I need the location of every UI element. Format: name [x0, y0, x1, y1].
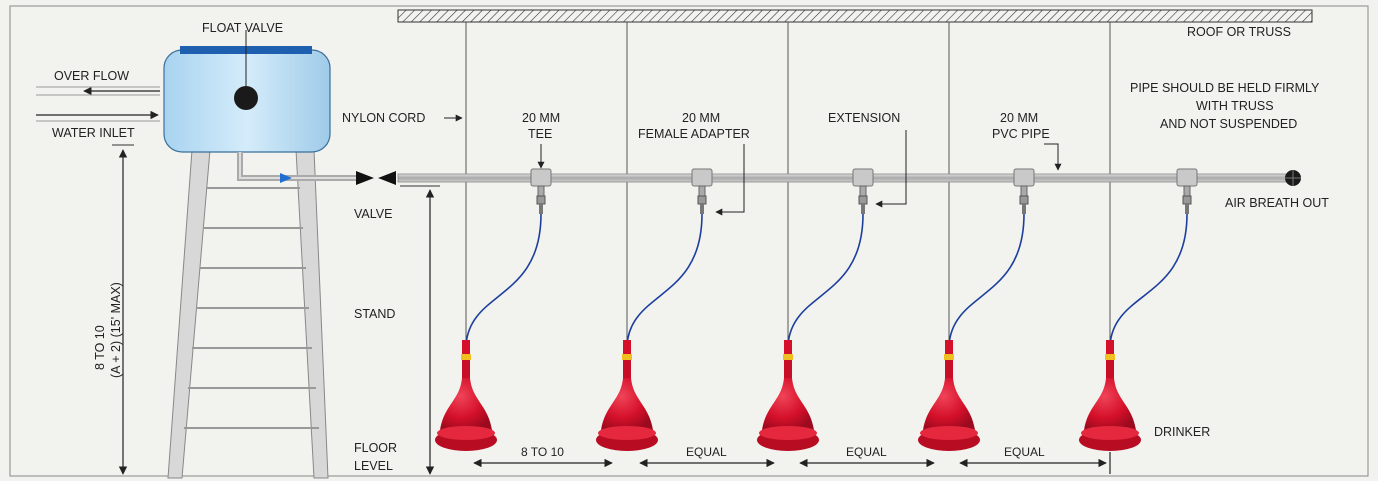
pvc-pipe-label-2: PVC PIPE [992, 127, 1050, 141]
height-label-1: 8 TO 10 [93, 325, 107, 370]
truss-note-line-3: AND NOT SUSPENDED [1160, 117, 1297, 131]
tee-stem [859, 185, 867, 197]
drinker-stem [784, 360, 792, 378]
tee-label-2: TEE [528, 127, 552, 141]
stand-label: STAND [354, 307, 395, 321]
female-adapter-label-2: FEMALE ADAPTER [638, 127, 750, 141]
drinker-collar [1105, 354, 1115, 360]
float-ball-icon [234, 86, 258, 110]
female-adapter [1019, 195, 1029, 205]
drinker-bell [923, 378, 975, 430]
spacing-label-equal: EQUAL [846, 445, 887, 459]
tee-fitting [530, 168, 552, 187]
drinker-hose [787, 213, 864, 346]
spacing-dimensions [473, 452, 1111, 474]
female-adapter [1182, 195, 1192, 205]
drinker-top [623, 340, 631, 354]
drinker-top [945, 340, 953, 354]
height-label-2: (A + 2) (15' MAX) [109, 282, 123, 378]
drinker-label: DRINKER [1154, 425, 1210, 439]
truss-note-line-2: WITH TRUSS [1196, 99, 1274, 113]
tee-stem [1183, 185, 1191, 197]
drinker-bell [762, 378, 814, 430]
drinker-unit [757, 168, 874, 451]
spacing-label-first: 8 TO 10 [521, 445, 564, 459]
drinker-top [784, 340, 792, 354]
tee-stem [698, 185, 706, 197]
drinker-collar [622, 354, 632, 360]
roof-truss [397, 9, 1313, 23]
floor-label-1: FLOOR [354, 441, 397, 455]
drinker-top [1106, 340, 1114, 354]
drinker-top [462, 340, 470, 354]
air-vent-icon [1285, 170, 1301, 186]
spacing-label-equal: EQUAL [686, 445, 727, 459]
float-valve-label: FLOAT VALVE [202, 21, 283, 35]
extension-nozzle [1185, 204, 1189, 214]
drinker-stem [1106, 360, 1114, 378]
female-adapter-label-1: 20 MM [682, 111, 720, 125]
extension-nozzle [700, 204, 704, 214]
drinker-pan-rim [759, 426, 817, 440]
drinker-stem [945, 360, 953, 378]
tee-label-1: 20 MM [522, 111, 560, 125]
drinker-pan-rim [1081, 426, 1139, 440]
drinker-collar [461, 354, 471, 360]
drinker-bell [440, 378, 492, 430]
water-inlet-arrow [36, 110, 160, 122]
extension-label: EXTENSION [828, 111, 900, 125]
drinker-hose [948, 213, 1025, 346]
drinker-pan-rim [920, 426, 978, 440]
drinker-pan-rim [598, 426, 656, 440]
drinker-pan-rim [437, 426, 495, 440]
floor-label-2: LEVEL [354, 459, 393, 473]
drinker-unit [435, 168, 552, 451]
drinker-bell [601, 378, 653, 430]
nylon-cord-label: NYLON CORD [342, 111, 425, 125]
roof-label: ROOF OR TRUSS [1187, 25, 1291, 39]
drinker-stem [462, 360, 470, 378]
air-breath-out-label: AIR BREATH OUT [1225, 196, 1329, 210]
tee-stem [1020, 185, 1028, 197]
height-dimension [112, 144, 134, 475]
tank-outlet-pipe [237, 152, 356, 183]
drinker-units [435, 168, 1198, 451]
drinker-unit [596, 168, 713, 451]
water-inlet-label: WATER INLET [52, 126, 135, 140]
spacing-label-equal: EQUAL [1004, 445, 1045, 459]
diagram-border [9, 5, 1369, 477]
extension-nozzle [861, 204, 865, 214]
water-tank [163, 30, 331, 153]
tank-stand [167, 149, 329, 479]
drinker-hose [1109, 213, 1188, 346]
drinker-stem [623, 360, 631, 378]
extension-nozzle [1022, 204, 1026, 214]
pvc-pipe-label-1: 20 MM [1000, 111, 1038, 125]
drinker-unit [1079, 168, 1198, 451]
tee-stem [537, 185, 545, 197]
tee-fitting [1013, 168, 1035, 187]
valve-icon [356, 171, 396, 185]
female-adapter [697, 195, 707, 205]
drinker-collar [783, 354, 793, 360]
female-adapter [858, 195, 868, 205]
overflow-arrow [36, 86, 160, 96]
nylon-cords [465, 22, 1111, 350]
truss-note-line-1: PIPE SHOULD BE HELD FIRMLY [1130, 81, 1320, 95]
extension-nozzle [539, 204, 543, 214]
tee-fitting [691, 168, 713, 187]
valve-label: VALVE [354, 207, 392, 221]
drinker-hose [626, 213, 703, 346]
stand-dimension [400, 185, 440, 475]
drinker-collar [944, 354, 954, 360]
drinker-bell [1084, 378, 1136, 430]
tee-fitting [852, 168, 874, 187]
tee-fitting [1176, 168, 1198, 187]
drinker-hose [465, 213, 542, 346]
drinker-unit [918, 168, 1035, 451]
over-flow-label: OVER FLOW [54, 69, 129, 83]
female-adapter [536, 195, 546, 205]
